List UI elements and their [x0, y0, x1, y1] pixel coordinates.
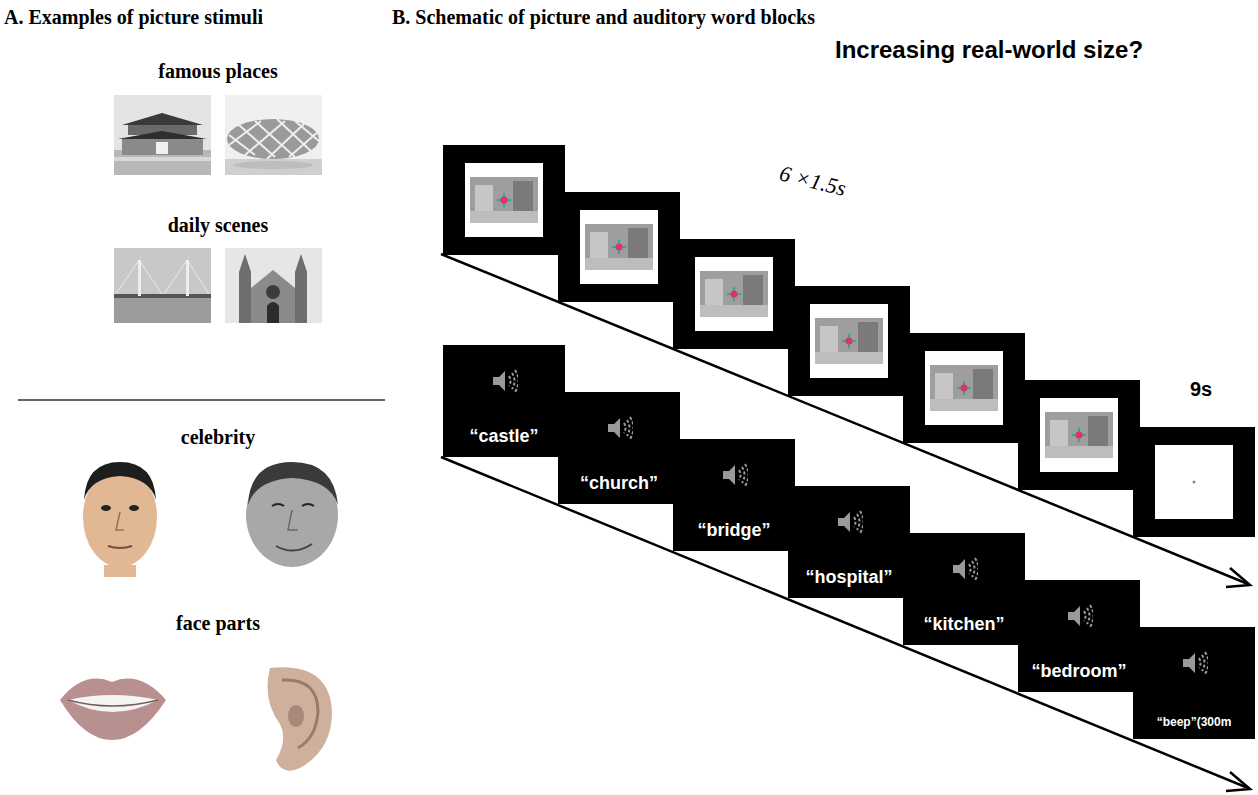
ear-picture [268, 667, 332, 770]
picture-frame [1018, 380, 1140, 490]
category-heading: famous places [158, 60, 277, 83]
blank-frame [1133, 427, 1255, 537]
arrow-head [1226, 568, 1250, 587]
celebrity-face [83, 462, 157, 577]
picture-frame [558, 192, 680, 302]
word-text: “bridge” [697, 520, 770, 541]
arrow-head [1226, 772, 1250, 791]
auditory-word-box: “church” [558, 392, 680, 504]
celebrity-face [246, 462, 338, 567]
speaker-icon [490, 367, 518, 395]
picture-frame [903, 333, 1025, 443]
timing-label: 9s [1190, 378, 1212, 401]
picture-frame [788, 286, 910, 396]
auditory-word-box: “castle” [443, 345, 565, 457]
daily-scene-photo [114, 248, 211, 323]
mouth-picture [60, 679, 166, 740]
category-heading: face parts [176, 612, 260, 635]
divider-line [18, 399, 385, 401]
picture-frame [673, 239, 795, 349]
speaker-icon [1065, 602, 1093, 630]
word-text: “bedroom” [1031, 661, 1126, 682]
auditory-word-box: “kitchen” [903, 533, 1025, 645]
category-heading: daily scenes [168, 214, 269, 237]
word-text: “kitchen” [923, 614, 1004, 635]
panel-title: A. Examples of picture stimuli [4, 6, 263, 29]
category-heading: celebrity [181, 426, 255, 449]
word-text: “beep”(300m [1157, 715, 1232, 729]
timing-label: 6 ×1.5s [777, 160, 849, 202]
famous-place-photo [114, 95, 211, 175]
auditory-word-box: “beep”(300m [1133, 627, 1255, 739]
timeline-line [441, 457, 1248, 788]
auditory-word-box: “bedroom” [1018, 580, 1140, 692]
picture-frame [443, 145, 565, 255]
speaker-icon [950, 555, 978, 583]
speaker-icon [605, 414, 633, 442]
speaker-icon [835, 508, 863, 536]
question-label: Increasing real-world size? [835, 36, 1143, 64]
panel-title: B. Schematic of picture and auditory wor… [392, 6, 815, 29]
auditory-word-box: “bridge” [673, 439, 795, 551]
famous-place-photo [225, 95, 322, 175]
word-text: “castle” [469, 426, 538, 447]
speaker-icon [720, 461, 748, 489]
speaker-icon [1180, 649, 1208, 677]
auditory-word-box: “hospital” [788, 486, 910, 598]
daily-scene-photo [225, 248, 322, 323]
word-text: “church” [580, 473, 658, 494]
word-text: “hospital” [805, 567, 892, 588]
